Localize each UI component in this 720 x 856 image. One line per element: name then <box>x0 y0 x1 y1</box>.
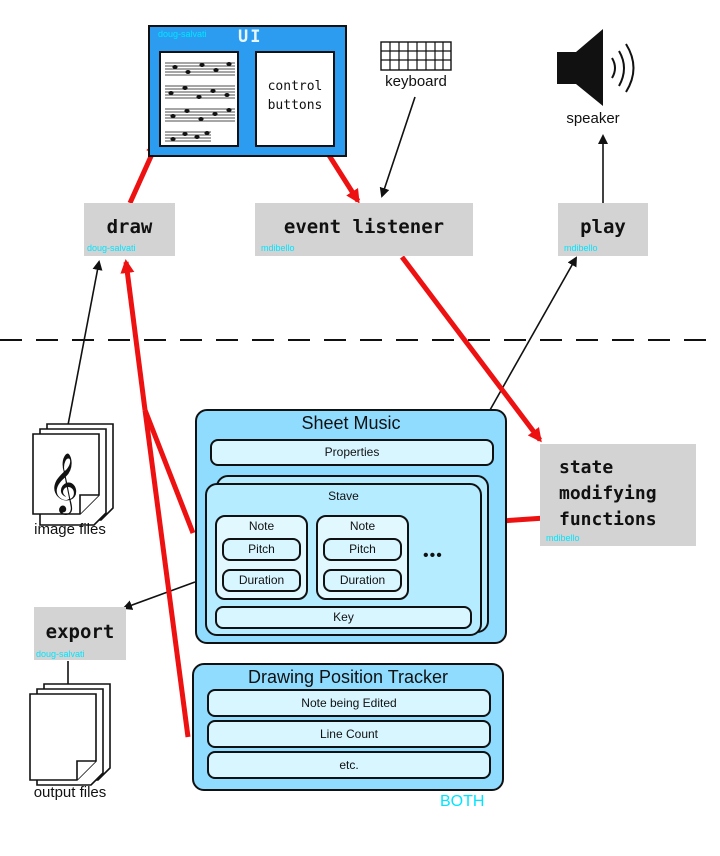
tracker-row-etc: etc. <box>207 751 491 779</box>
stave-title: Stave <box>328 489 359 503</box>
draw-node: draw doug-salvati <box>84 203 175 256</box>
draw-author-tag: doug-salvati <box>87 243 136 253</box>
export-label: export <box>45 621 115 643</box>
state-functions-label-line1: state <box>559 457 614 478</box>
state-functions-node: state modifying functions mdibello <box>540 444 696 546</box>
arrow-keyboard-to-listener <box>379 96 416 198</box>
output-files-label: output files <box>33 784 107 801</box>
play-node: play mdibello <box>558 203 648 256</box>
state-functions-author-tag: mdibello <box>546 533 580 543</box>
speaker-label: speaker <box>566 110 620 127</box>
state-functions-label-line2: modifying <box>559 483 657 504</box>
play-label: play <box>580 216 626 238</box>
note-duration-2: Duration <box>323 569 402 592</box>
ui-title: UI <box>238 27 263 47</box>
export-author-tag: doug-salvati <box>36 649 85 659</box>
note-card-1: Note Pitch Duration <box>215 515 308 600</box>
red-line-tracker-to-bend <box>142 409 191 738</box>
drawing-position-tracker-panel: Drawing Position Tracker Note being Edit… <box>192 663 504 791</box>
sheet-music-panel: Sheet Music Properties Stave Note Pitch … <box>195 409 507 644</box>
properties-field: Properties <box>210 439 494 466</box>
tracker-title: Drawing Position Tracker <box>247 667 449 687</box>
sheet-music-title: Sheet Music <box>301 413 401 433</box>
arrow-sheet-to-export <box>122 581 196 610</box>
red-line-sheet-to-bend <box>142 409 196 534</box>
tracker-author-tag: BOTH <box>440 793 485 810</box>
draw-label: draw <box>106 216 153 238</box>
note-pitch-1: Pitch <box>222 538 301 561</box>
note-card-2: Note Pitch Duration <box>316 515 409 600</box>
keyboard-label: keyboard <box>385 73 447 90</box>
tracker-row-note-being-edited: Note being Edited <box>207 689 491 717</box>
tracker-row-line-count: Line Count <box>207 720 491 748</box>
ui-author-tag: doug-salvati <box>158 29 207 39</box>
sheet-music-thumbnail <box>159 51 239 147</box>
key-field: Key <box>215 606 472 629</box>
arrow-images-to-draw <box>67 260 103 426</box>
note-pitch-2: Pitch <box>323 538 402 561</box>
control-buttons-label-line1: control <box>267 79 323 94</box>
arrow-bend-to-draw <box>120 259 148 411</box>
arrow-listener-to-state <box>400 255 542 443</box>
note-title-2: Note <box>349 519 376 533</box>
control-buttons-panel: control buttons <box>255 51 335 147</box>
export-node: export doug-salvati <box>34 607 126 660</box>
image-files-label: image files <box>34 521 106 538</box>
control-buttons-label-line2: buttons <box>267 98 323 113</box>
state-functions-label-line3: functions <box>559 509 657 530</box>
more-notes-ellipsis: ••• <box>423 547 443 564</box>
note-duration-1: Duration <box>222 569 301 592</box>
play-author-tag: mdibello <box>564 243 598 253</box>
event-listener-label: event listener <box>283 216 445 238</box>
event-listener-author-tag: mdibello <box>261 243 295 253</box>
ui-box: doug-salvati UI control buttons <box>148 25 347 157</box>
note-title-1: Note <box>248 519 275 533</box>
staff-lines-drawing <box>165 62 235 142</box>
stave-panel: Stave Note Pitch Duration Note Pitch Dur… <box>205 483 482 636</box>
event-listener-node: event listener mdibello <box>255 203 473 256</box>
arrow-sheet-to-play <box>489 256 577 411</box>
